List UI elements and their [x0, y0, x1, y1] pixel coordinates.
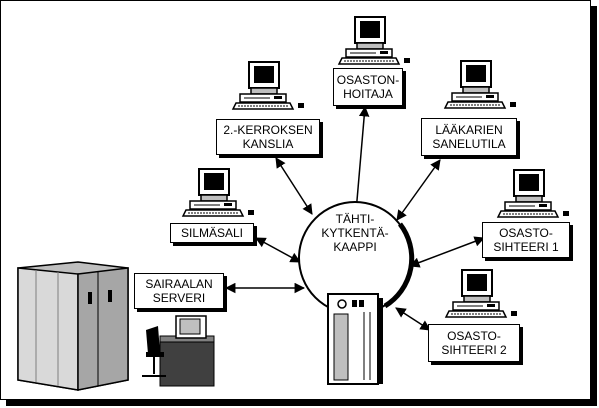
link-silmasali [255, 237, 301, 263]
pc-osastosihteeri1-icon [497, 169, 570, 218]
hub-line-1: TÄHTI- [335, 212, 375, 226]
pc-osastosihteeri2-icon [445, 269, 518, 318]
label-osastosihteeri1: OSASTO- SIHTEERI 1 [482, 222, 570, 258]
link-osastonhoitaja [351, 105, 370, 214]
pc-laakarien-icon [444, 60, 517, 109]
pc-silmasali-icon [182, 168, 255, 217]
link-osastosihteeri1 [409, 236, 485, 268]
pc-kerros2-icon [232, 61, 305, 110]
label-laakarien: LÄÄKARIEN SANELUTILA [421, 118, 517, 156]
label-silmasali: SILMÄSALI [170, 223, 254, 243]
label-sairaalan: SAIRAALAN SERVERI [134, 273, 224, 309]
link-kerros2 [275, 157, 313, 215]
hub-line-2: KYTKENTÄ- [321, 226, 389, 240]
link-laakarien [396, 159, 441, 221]
label-osastosihteeri2: OSASTO- SIHTEERI 2 [428, 324, 520, 362]
label-osastonhoitaja: OSASTON- HOITAJA [333, 68, 403, 106]
hub-label: TÄHTI- KYTKENTÄ- KAAPPI [310, 212, 400, 254]
pc-osastonhoitaja-icon [338, 16, 411, 65]
operator-desk-icon [142, 315, 215, 387]
link-osastosihteeri2 [395, 307, 431, 331]
switch-cabinet-icon [327, 293, 383, 385]
hub-line-3: KAAPPI [333, 240, 377, 254]
label-kerros2: 2.-KERROKSEN KANSLIA [216, 119, 320, 155]
server-rack-icon [17, 261, 129, 391]
connection-lines [224, 105, 485, 331]
